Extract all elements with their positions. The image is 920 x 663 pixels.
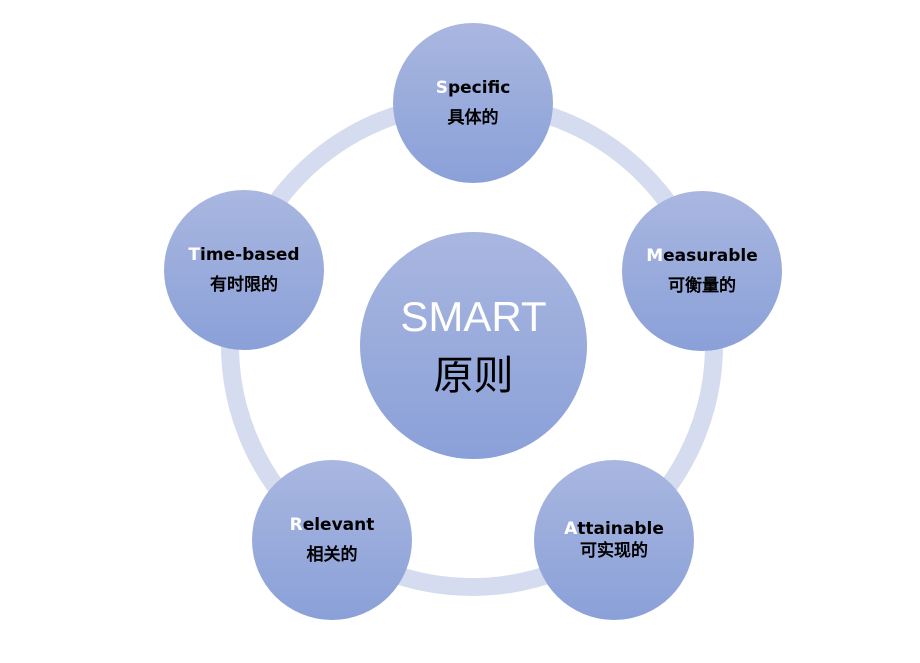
node-initial: T [188, 245, 200, 265]
node-label: easurable [663, 246, 758, 266]
node-label-zh: 可衡量的 [668, 276, 736, 296]
node-label-zh: 有时限的 [210, 275, 278, 295]
center-subtitle: 原则 [433, 352, 514, 399]
node-label: elevant [302, 515, 375, 535]
node-initial: R [289, 515, 303, 535]
node-label: pecific [447, 78, 511, 98]
node-label: ime-based [200, 245, 300, 265]
node-initial: S [435, 78, 448, 98]
node-measurable: Measurable 可衡量的 [622, 191, 782, 351]
node-label: ttainable [577, 519, 664, 539]
node-initial: M [646, 246, 664, 266]
node-initial: A [564, 519, 578, 539]
node-label-zh: 具体的 [447, 108, 499, 128]
center-title: SMART [400, 292, 547, 340]
node-specific: Specific 具体的 [393, 23, 553, 183]
node-label-zh: 可实现的 [580, 541, 648, 561]
node-label-zh: 相关的 [306, 545, 358, 565]
center-node: SMART 原则 [360, 232, 587, 459]
node-attainable: Attainable 可实现的 [534, 460, 694, 620]
node-time-based: Time-based 有时限的 [164, 190, 324, 350]
node-relevant: Relevant 相关的 [252, 460, 412, 620]
